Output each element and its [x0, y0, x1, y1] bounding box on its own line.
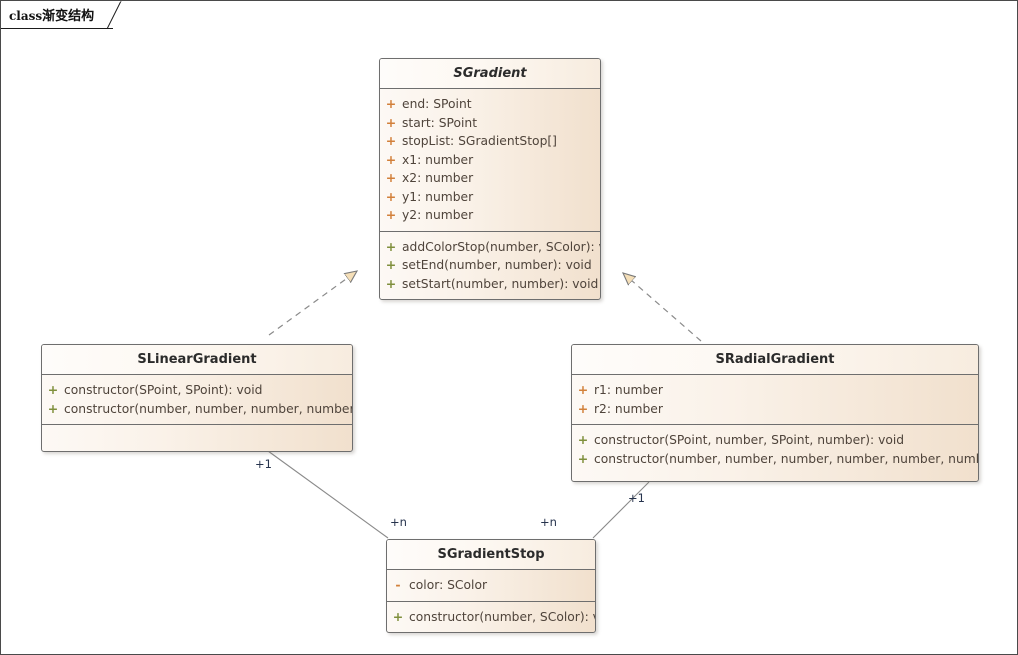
visibility-marker: + [577, 432, 589, 447]
visibility-marker: + [47, 400, 59, 416]
attribute-signature: x2: number [402, 171, 474, 185]
visibility-marker: + [385, 207, 397, 222]
visibility-marker: + [47, 382, 59, 397]
attribute-row: + x2: number [380, 169, 600, 188]
operation-signature: constructor(number, SColor): void [409, 609, 595, 624]
attribute-row: + r2: number [572, 400, 978, 419]
visibility-marker: + [385, 96, 397, 111]
visibility-marker: + [385, 170, 397, 185]
operation-row: + addColorStop(number, SColor): void [380, 238, 600, 257]
visibility-marker: + [385, 151, 397, 167]
visibility-marker: + [577, 400, 589, 416]
multiplicity-label-radial-source: +1 [628, 491, 645, 505]
class-box-sgradientstop[interactable]: SGradientStop - color: SColor + construc… [386, 539, 596, 633]
visibility-marker: + [385, 188, 397, 204]
attribute-row: + y1: number [380, 188, 600, 207]
attribute-row: + start: SPoint [380, 114, 600, 133]
operation-signature: constructor(SPoint, SPoint): void [64, 383, 263, 397]
attribute-signature: y2: number [402, 208, 474, 222]
operation-signature: addColorStop(number, SColor): void [402, 239, 600, 254]
visibility-marker: - [395, 577, 401, 592]
attributes-compartment-sgradientstop: - color: SColor [387, 570, 595, 602]
operation-row: + setStart(number, number): void [380, 275, 600, 294]
attribute-signature: x1: number [402, 152, 474, 167]
visibility-marker: + [577, 450, 589, 466]
relationship-linear-stop [267, 450, 389, 539]
multiplicity-label-linear-target: +n [390, 515, 407, 529]
multiplicity-label-linear-source: +1 [255, 457, 272, 471]
attribute-row: + stopList: SGradientStop[] [380, 132, 600, 151]
relationship-linear-realizes-gradient [268, 271, 357, 336]
visibility-marker: + [577, 382, 589, 397]
operation-signature: constructor(number, number, number, numb… [64, 401, 352, 416]
operations-compartment-sgradient: + addColorStop(number, SColor): void + s… [380, 232, 600, 300]
attribute-row: + end: SPoint [380, 95, 600, 114]
attribute-row: + y2: number [380, 206, 600, 225]
operation-signature: setEnd(number, number): void [402, 258, 592, 272]
operation-row: + constructor(number, number, number, nu… [572, 450, 978, 469]
attributes-compartment-sgradient: + end: SPoint + start: SPoint + stopList… [380, 89, 600, 232]
relationship-radial-stop [592, 481, 650, 539]
attribute-row: + r1: number [572, 381, 978, 400]
attribute-signature: r1: number [594, 383, 663, 397]
visibility-marker: + [385, 238, 397, 254]
visibility-marker: + [385, 257, 397, 272]
multiplicity-label-radial-target: +n [540, 515, 557, 529]
class-box-sgradient[interactable]: SGradient + end: SPoint + start: SPoint … [379, 58, 601, 300]
attribute-signature: y1: number [402, 189, 474, 204]
attribute-signature: start: SPoint [402, 115, 478, 130]
class-title-sgradient: SGradient [380, 59, 600, 89]
operations-compartment-slineargradient: + constructor(SPoint, SPoint): void + co… [42, 375, 352, 425]
relationship-radial-realizes-gradient [623, 273, 702, 342]
visibility-marker: + [392, 608, 404, 624]
class-title-slineargradient: SLinearGradient [42, 345, 352, 375]
operations-compartment-sgradientstop: + constructor(number, SColor): void [387, 602, 595, 633]
attribute-row: - color: SColor [387, 576, 595, 595]
diagram-frame-tab: class渐变结构 [1, 1, 122, 29]
operation-row: + constructor(SPoint, number, SPoint, nu… [572, 431, 978, 450]
attribute-signature: stopList: SGradientStop[] [402, 134, 557, 148]
operation-row: + constructor(SPoint, SPoint): void [42, 381, 352, 400]
attribute-signature: r2: number [594, 401, 663, 416]
class-box-slineargradient[interactable]: SLinearGradient + constructor(SPoint, SP… [41, 344, 353, 452]
attribute-signature: end: SPoint [402, 97, 472, 111]
operation-signature: constructor(SPoint, number, SPoint, numb… [594, 433, 905, 447]
class-title-sgradientstop: SGradientStop [387, 540, 595, 570]
operations-compartment-sradialgradient: + constructor(SPoint, number, SPoint, nu… [572, 425, 978, 474]
class-title-sradialgradient: SRadialGradient [572, 345, 978, 375]
empty-compartment-slineargradient [42, 425, 352, 437]
frame-keyword: class [9, 9, 43, 23]
operation-row: + constructor(number, SColor): void [387, 608, 595, 627]
attributes-compartment-sradialgradient: + r1: number + r2: number [572, 375, 978, 425]
diagram-frame-label: class渐变结构 [9, 5, 94, 24]
operation-row: + setEnd(number, number): void [380, 256, 600, 275]
visibility-marker: + [385, 275, 397, 291]
frame-name: 渐变结构 [42, 9, 95, 24]
tab-slant-shape [107, 1, 122, 29]
operation-row: + constructor(number, number, number, nu… [42, 400, 352, 419]
class-box-sradialgradient[interactable]: SRadialGradient + r1: number + r2: numbe… [571, 344, 979, 482]
attribute-row: + x1: number [380, 151, 600, 170]
visibility-marker: + [385, 114, 397, 130]
operation-signature: setStart(number, number): void [402, 276, 599, 291]
visibility-marker: + [385, 133, 397, 148]
attribute-signature: color: SColor [409, 578, 488, 592]
operation-signature: constructor(number, number, number, numb… [594, 451, 978, 466]
